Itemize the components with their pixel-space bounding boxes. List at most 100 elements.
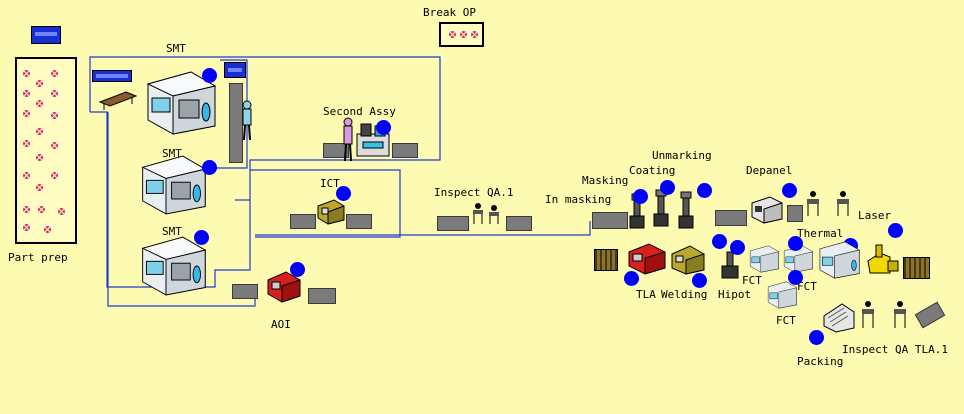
aoi-label: AOI [271, 318, 291, 331]
hipot-status-dot-b[interactable] [730, 240, 745, 255]
laser-label: Laser [858, 209, 892, 222]
inspect-qa-tla1-label: Inspect QA TLA.1 [842, 343, 948, 356]
second-assy-label: Second Assy [323, 105, 396, 118]
second-assy-buffer-out[interactable] [392, 143, 418, 158]
hipot-status-dot-a[interactable] [712, 234, 727, 249]
part-icon [22, 69, 31, 78]
coating-robot[interactable] [650, 186, 672, 228]
ict-label: ICT [320, 177, 340, 190]
packing-machine[interactable] [822, 300, 856, 334]
second-assy-station[interactable] [355, 120, 391, 160]
part-icon [35, 79, 44, 88]
inspect-qa1-buffer-out[interactable] [506, 216, 532, 231]
tla-status-dot[interactable] [624, 271, 639, 286]
operator-icon [242, 100, 252, 141]
welding-machine[interactable] [670, 242, 706, 276]
depanel-status-dot[interactable] [782, 183, 797, 198]
part-icon [22, 171, 31, 180]
in-masking-label: In masking [545, 193, 612, 206]
workbench-icon[interactable] [98, 88, 138, 112]
fct-a-label: FCT [742, 274, 762, 287]
smt-feeder-panel[interactable] [92, 70, 132, 82]
part-prep-area[interactable] [15, 57, 77, 244]
smt-top-label: SMT [166, 42, 186, 55]
tla-machine[interactable] [627, 240, 667, 276]
part-icon [35, 99, 44, 108]
ict-buffer-in[interactable] [290, 214, 316, 229]
depanel-buffer-out[interactable] [787, 205, 803, 222]
fct-b-status-dot[interactable] [788, 236, 803, 251]
packing-status-dot[interactable] [809, 330, 824, 345]
smt-1-status-dot[interactable] [202, 68, 217, 83]
part-icon [448, 30, 457, 39]
part-prep-label: Part prep [8, 251, 68, 264]
welding-label: Welding [661, 288, 708, 301]
ict-buffer-out[interactable] [346, 214, 372, 229]
fct-machine-c[interactable] [766, 280, 798, 310]
laser-output-pallet[interactable] [903, 257, 930, 279]
packing-label: Packing [797, 355, 844, 368]
masking-buffer[interactable] [592, 212, 628, 229]
smt-control-panel[interactable] [224, 62, 246, 78]
aoi-machine[interactable] [266, 268, 302, 304]
fct-b-label: FCT [797, 280, 817, 293]
part-icon [35, 153, 44, 162]
tla-label: TLA [636, 288, 656, 301]
tla-input-pallet[interactable] [594, 249, 618, 271]
unmarking-robot[interactable] [675, 188, 697, 230]
hipot-robot[interactable] [718, 246, 744, 280]
inspect-qa-tla1-buffer[interactable] [914, 301, 946, 329]
smt-machine-2[interactable] [138, 152, 208, 218]
hipot-label: Hipot [718, 288, 752, 301]
part-icon [50, 111, 59, 120]
laser-status-dot[interactable] [888, 223, 903, 238]
unmarking-label: Unmarking [652, 149, 712, 162]
depanel-operators-icon[interactable] [804, 190, 856, 220]
part-icon [35, 127, 44, 136]
part-icon [22, 109, 31, 118]
smt-bot-label: SMT [162, 225, 182, 238]
second-assy-status-dot[interactable] [376, 120, 391, 135]
ict-machine[interactable] [316, 196, 346, 226]
inspect-qa-tla1-operators-icon[interactable] [858, 300, 914, 332]
ict-status-dot[interactable] [336, 186, 351, 201]
smt-3-status-dot[interactable] [194, 230, 209, 245]
part-icon [37, 205, 46, 214]
fct-c-status-dot[interactable] [788, 270, 803, 285]
part-prep-panel[interactable] [31, 26, 61, 44]
aoi-buffer-in[interactable] [232, 284, 258, 299]
smt-machine-1[interactable] [143, 70, 218, 136]
part-icon [22, 139, 31, 148]
smt-mid-label: SMT [162, 147, 182, 160]
inspect-qa1-label: Inspect QA.1 [434, 186, 514, 199]
inspection-operators-icon[interactable] [471, 202, 503, 226]
masking-label: Masking [582, 174, 629, 187]
coating-status-dot[interactable] [660, 180, 675, 195]
aoi-status-dot[interactable] [290, 262, 305, 277]
depanel-label: Depanel [746, 164, 793, 177]
part-icon [470, 30, 479, 39]
part-icon [22, 223, 31, 232]
part-icon [22, 89, 31, 98]
masking-status-dot[interactable] [633, 189, 648, 204]
welding-status-dot[interactable] [692, 273, 707, 288]
depanel-buffer-in[interactable] [715, 210, 747, 226]
break-op-label: Break OP [423, 6, 476, 19]
part-icon [50, 171, 59, 180]
aoi-buffer-out[interactable] [308, 288, 336, 304]
unmarking-status-dot[interactable] [697, 183, 712, 198]
part-icon [50, 69, 59, 78]
fct-c-label: FCT [776, 314, 796, 327]
part-icon [50, 89, 59, 98]
smt-2-status-dot[interactable] [202, 160, 217, 175]
thermal-label: Thermal [797, 227, 844, 240]
second-assy-buffer-in[interactable] [323, 143, 349, 158]
inspect-qa1-buffer-in[interactable] [437, 216, 469, 231]
break-op-area[interactable] [439, 22, 484, 47]
depanel-machine[interactable] [750, 193, 784, 225]
smt-machine-3[interactable] [138, 232, 208, 300]
thermal-machine[interactable] [817, 240, 861, 280]
fct-machine-a[interactable] [748, 243, 780, 275]
laser-machine[interactable] [866, 243, 900, 277]
